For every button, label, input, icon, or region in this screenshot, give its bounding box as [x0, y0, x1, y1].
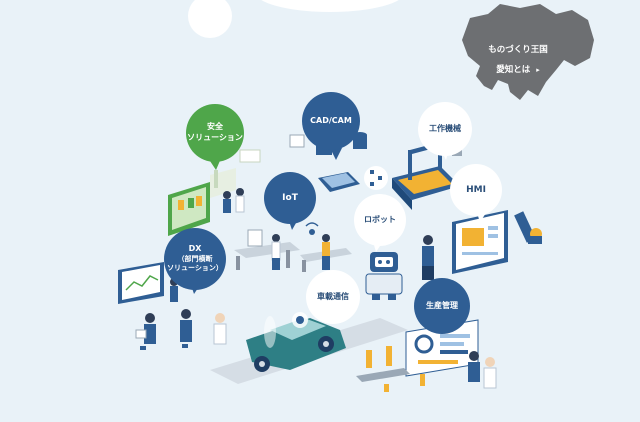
decor-circle-small [188, 0, 232, 38]
vehicle-scene [210, 312, 408, 384]
bubble-tail-cadcam [330, 148, 342, 160]
bubble-label: 生産管理 [426, 300, 458, 310]
bubble-robot[interactable]: ロボット [354, 194, 406, 246]
bubble-anzen-solution[interactable]: 安全 ソリューション [186, 104, 244, 162]
bubble-label: ロボット [364, 214, 396, 224]
bubble-machine-tool[interactable]: 工作機械 [418, 102, 472, 156]
safety-scene [168, 149, 261, 236]
bubble-label: DX [188, 244, 202, 254]
aichi-link-line1: ものづくり王国 [488, 45, 548, 55]
bubble-sublabel: （部門横断 [177, 254, 213, 263]
aichi-about-link[interactable]: ものづくり王国 愛知とは ▸ [478, 40, 558, 80]
hmi-scene [422, 210, 542, 280]
bubble-label: 車載通信 [317, 291, 349, 301]
bubble-vehicle-communication[interactable]: 車載通信 [306, 270, 360, 324]
bubble-label: HMI [466, 184, 486, 195]
bubble-hmi[interactable]: HMI [450, 164, 502, 216]
dx-scene [118, 262, 227, 350]
bubble-label: 安全 [207, 122, 223, 132]
bubble-label: IoT [282, 192, 298, 203]
cadcam-scene [289, 132, 388, 192]
bubble-dx[interactable]: DX （部門横断 ソリューション） [164, 228, 226, 290]
decor-circle-large [261, 0, 399, 12]
arrow-right-icon: ▸ [536, 66, 540, 74]
aichi-link-line2: 愛知とは [496, 65, 531, 75]
bubble-label: CAD/CAM [310, 115, 352, 125]
bubble-sublabel: ソリューション） [167, 264, 223, 273]
bubble-iot[interactable]: IoT [264, 172, 316, 224]
bubble-cad-cam[interactable]: CAD/CAM [302, 92, 360, 150]
bubble-label: 工作機械 [429, 123, 461, 133]
production-scene [356, 319, 497, 392]
iot-scene [234, 222, 352, 272]
bubble-production-management[interactable]: 生産管理 [414, 278, 470, 334]
aichi-map-icon[interactable] [462, 4, 594, 100]
bubble-label: ソリューション [187, 133, 243, 142]
robot-scene [365, 252, 403, 300]
